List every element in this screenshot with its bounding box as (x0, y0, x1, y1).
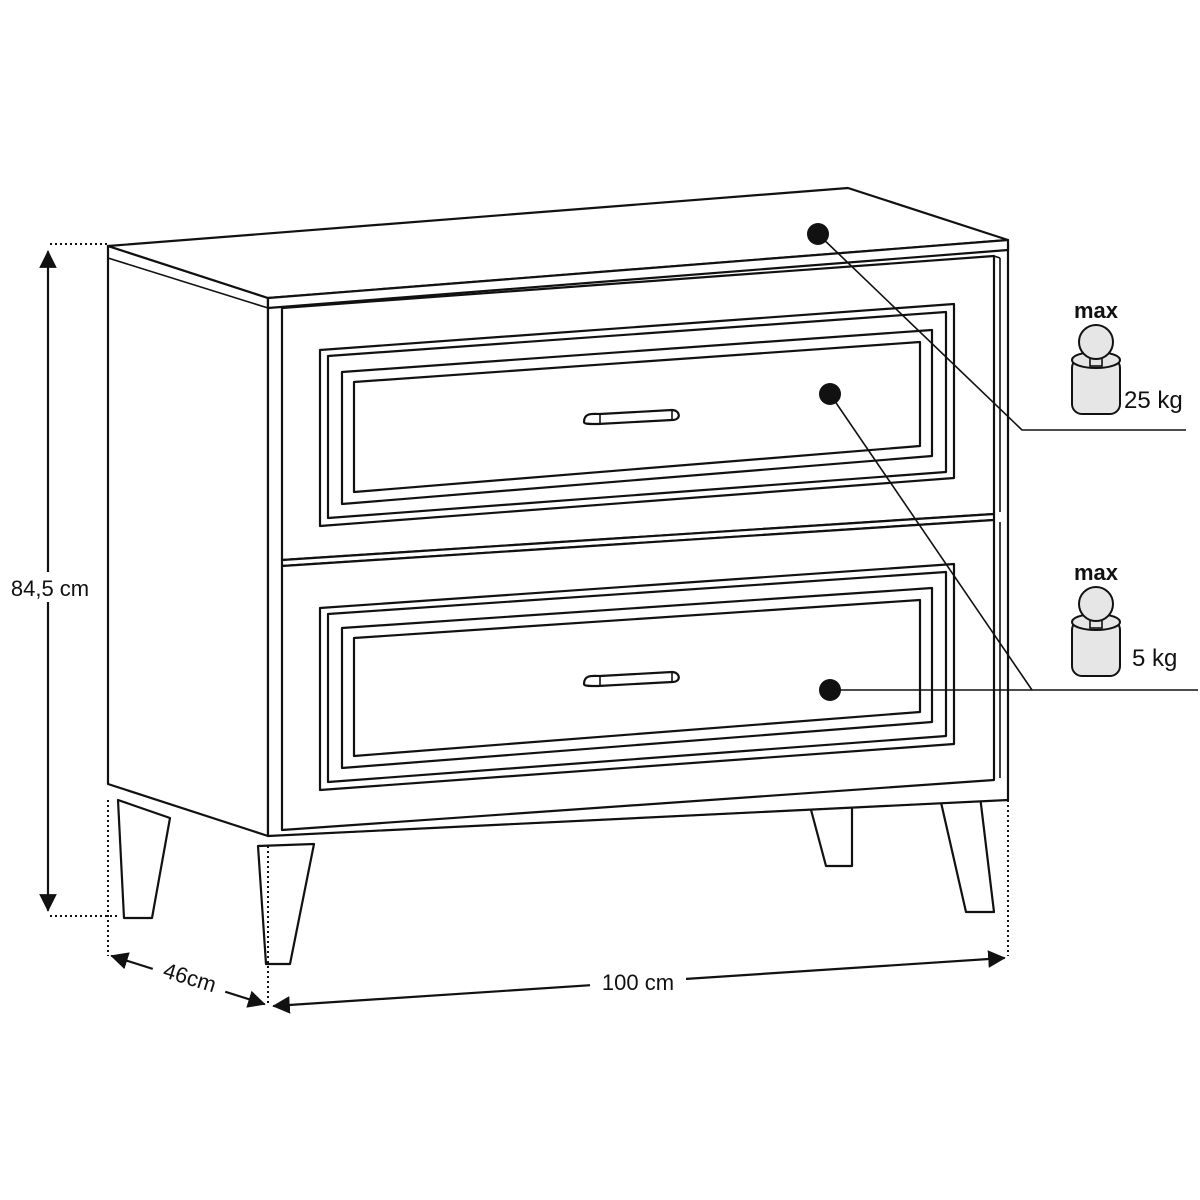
height-label: 84,5 cm (11, 576, 89, 601)
bottom-edge (267, 799, 1009, 837)
drawer-top-handle (582, 408, 680, 426)
side-top-edge (107, 257, 269, 309)
leg-front-right (938, 794, 996, 914)
drawer-bottom (280, 518, 1001, 832)
leg-front-left (256, 842, 316, 966)
leader-line-drawer-top (829, 393, 1033, 691)
width-dimension (272, 800, 1009, 1014)
height-dimension (0, 243, 118, 917)
legs (116, 794, 996, 966)
side-panel (106, 244, 270, 838)
leader-line-top (817, 233, 1186, 431)
load-value-bottom: 5 kg (1132, 645, 1177, 672)
top-edge (266, 238, 1010, 310)
weight-icon (1071, 324, 1121, 415)
weight-icon (1071, 586, 1121, 677)
leg-front-right-inner (808, 802, 854, 868)
drawer-top (280, 254, 1001, 562)
drawer-bottom-handle (582, 670, 680, 688)
load-label-bottom: max (1074, 560, 1119, 585)
depth-dimension (107, 800, 269, 1008)
load-markers (807, 223, 1198, 701)
leg-back-left (116, 798, 172, 920)
load-label-top: max (1074, 298, 1119, 323)
width-label: 100 cm (602, 970, 674, 995)
load-value-top: 25 kg (1124, 387, 1183, 414)
